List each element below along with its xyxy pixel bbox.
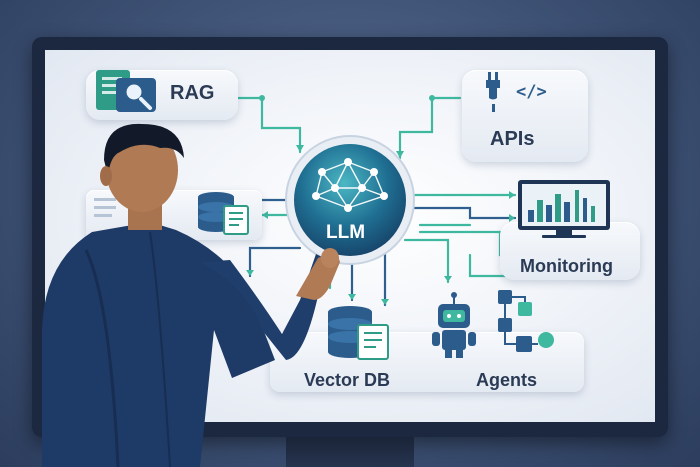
- connector-llm-monitoring-2: [410, 206, 517, 220]
- connector-workflow: [468, 253, 512, 278]
- connector-llm-agents-2: [403, 238, 450, 284]
- agents-label: Agents: [476, 370, 538, 390]
- apis-label: APIs: [490, 128, 535, 150]
- apis-card: [462, 70, 588, 162]
- rag-label: RAG: [170, 82, 215, 104]
- connector-llm-left: [248, 246, 302, 278]
- llm-label: LLM: [326, 222, 366, 243]
- connector-apis-llm: [398, 96, 462, 160]
- monitor-stand: [286, 437, 414, 467]
- vector-db-label: Vector DB: [304, 370, 391, 390]
- svg-text:</>: </>: [516, 82, 547, 102]
- connector-rag-llm: [236, 96, 302, 154]
- monitoring-label: Monitoring: [520, 256, 613, 276]
